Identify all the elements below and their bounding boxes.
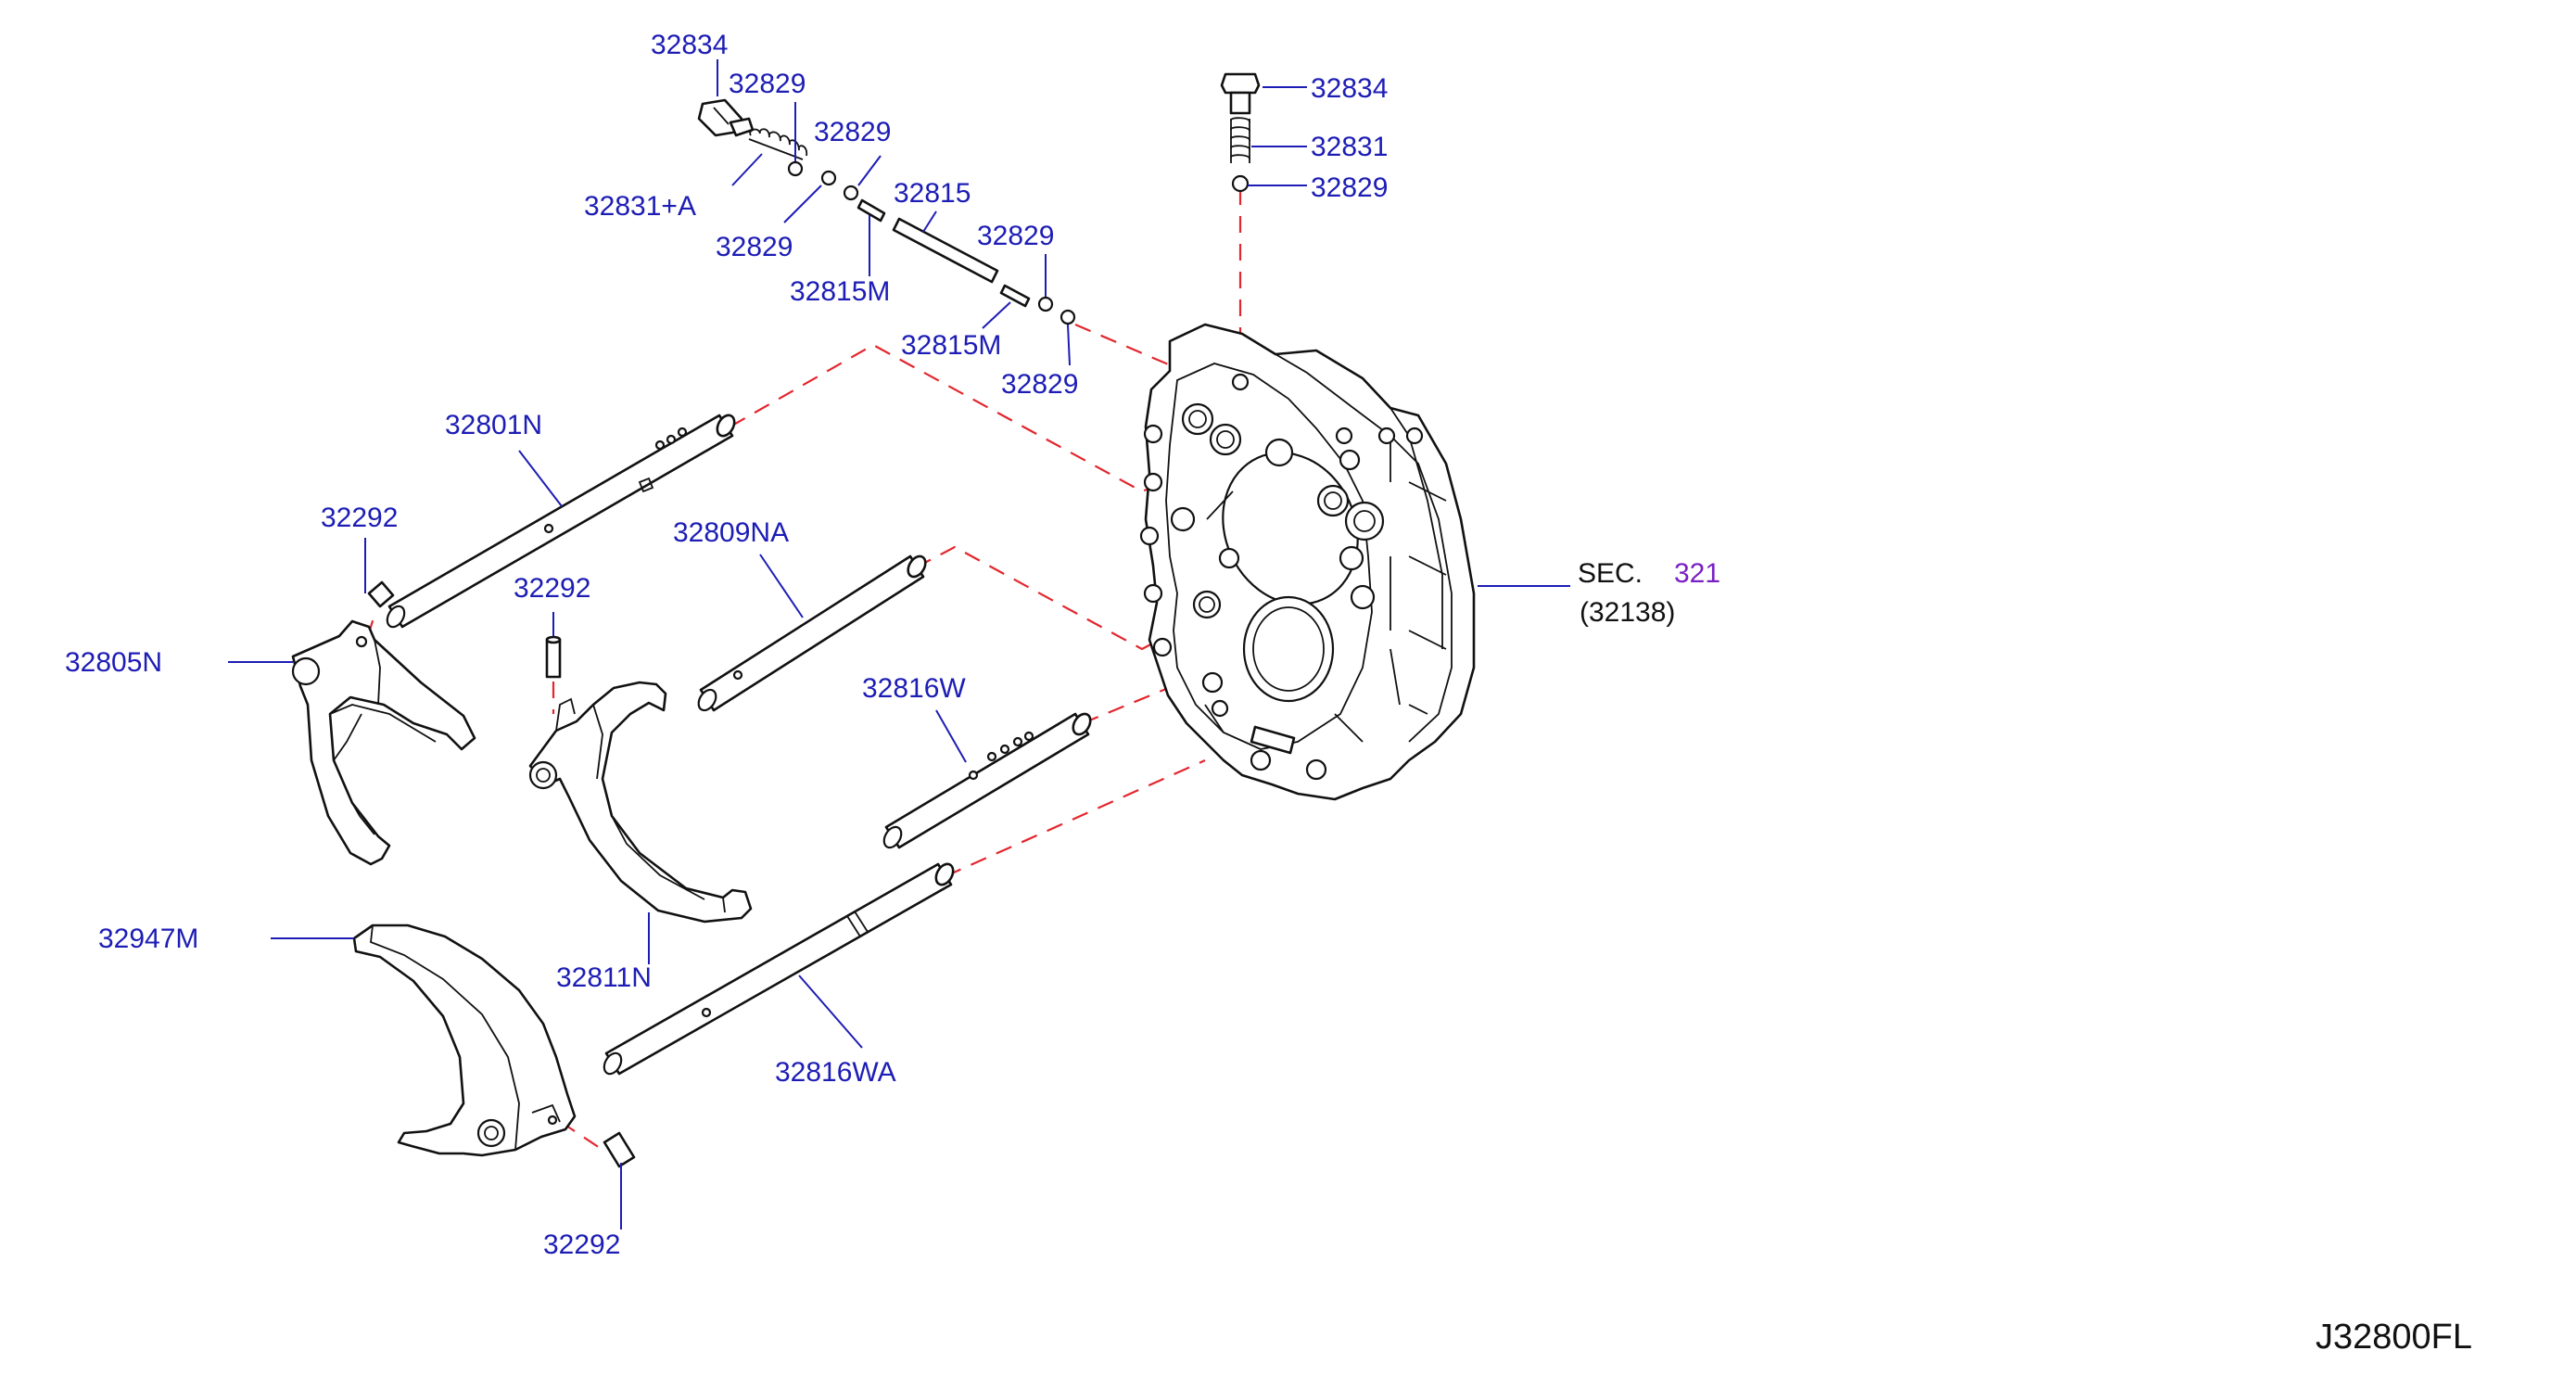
leader-c3 [857,155,882,186]
callout-c5[interactable]: 32829 [716,232,793,262]
plug-bolt-right [1220,72,1261,95]
shift-rod-32801n [386,414,736,629]
diagram-code: J32800FL [2316,1318,2472,1357]
shift-fork-32805n [291,619,476,866]
leader-lines [228,59,1570,1229]
callout-c17[interactable]: 32809NA [673,517,789,548]
callout-c9[interactable]: 32815M [901,330,1001,361]
detent-assembly-left [697,98,1076,325]
callout-c13[interactable]: 32829 [1311,172,1388,203]
callout-c15[interactable]: 32292 [321,503,398,533]
interlock-pin-upper [857,198,886,223]
leader-c17 [759,554,804,618]
interlock-pin-lower [999,284,1031,308]
callout-c4[interactable]: 32831+A [584,191,696,222]
callout-c8[interactable]: 32829 [977,221,1054,251]
callout-c7[interactable]: 32815M [790,276,890,307]
pin-32292-lower [603,1131,636,1168]
pin-32292-middle [545,638,562,679]
shift-fork-32947m [352,924,577,1157]
shift-rod-32816w [882,712,1092,849]
leader-c9 [982,301,1011,329]
section-reference[interactable]: SEC. 321 (32138) [1578,558,1720,628]
case-bolt-hole [1231,373,1250,391]
ball-32829-e [1060,309,1076,325]
plug-bolt-left [697,98,755,137]
ball-32829-b [820,170,837,186]
leader-c22 [798,975,863,1049]
section-number[interactable]: 321 [1674,558,1720,589]
callout-c19[interactable]: 32816W [862,673,966,704]
leader-c14 [518,450,563,507]
plunger-rod [892,217,999,284]
callout-c2[interactable]: 32829 [729,69,806,99]
ball-32829-right [1231,174,1250,193]
case-bore-lower [1242,595,1335,703]
ball-32829-c [843,185,859,201]
guide-line-shaft-816wa [945,758,1206,878]
section-prefix: SEC. [1578,558,1643,589]
ball-32829-a [787,160,804,177]
ball-32829-d [1037,296,1054,312]
callout-c3[interactable]: 32829 [814,117,891,147]
callout-c20[interactable]: 32947M [98,924,198,954]
spring-left [748,128,808,160]
callout-c10[interactable]: 32829 [1001,369,1078,400]
shift-rod-32816wa [603,862,955,1076]
callout-c1[interactable]: 32834 [651,30,728,60]
callout-c23[interactable]: 32292 [543,1229,620,1260]
callout-c16[interactable]: 32805N [65,647,162,678]
callout-c22[interactable]: 32816WA [775,1057,896,1088]
callout-labels: 32834 32829 32829 32831+A 32829 32815 32… [65,30,1388,1260]
callout-c12[interactable]: 32831 [1311,132,1388,162]
shift-fork-32811n [528,681,753,924]
spring-right [1230,117,1250,163]
section-subref: (32138) [1580,597,1675,628]
leader-c4 [731,153,763,186]
leader-c5 [783,185,822,223]
callout-c14[interactable]: 32801N [445,410,542,440]
callout-c21[interactable]: 32811N [556,962,652,993]
pin-32292-upper [367,580,395,608]
shift-rod-32809na [697,554,927,712]
callout-c18[interactable]: 32292 [514,573,590,604]
leader-c10 [1067,324,1071,366]
callout-c11[interactable]: 32834 [1311,73,1388,104]
callout-c6[interactable]: 32815 [894,178,971,209]
transmission-case [1139,323,1476,801]
leader-c6 [922,210,937,233]
leader-c19 [935,709,967,763]
detent-assembly-right [1220,72,1261,193]
